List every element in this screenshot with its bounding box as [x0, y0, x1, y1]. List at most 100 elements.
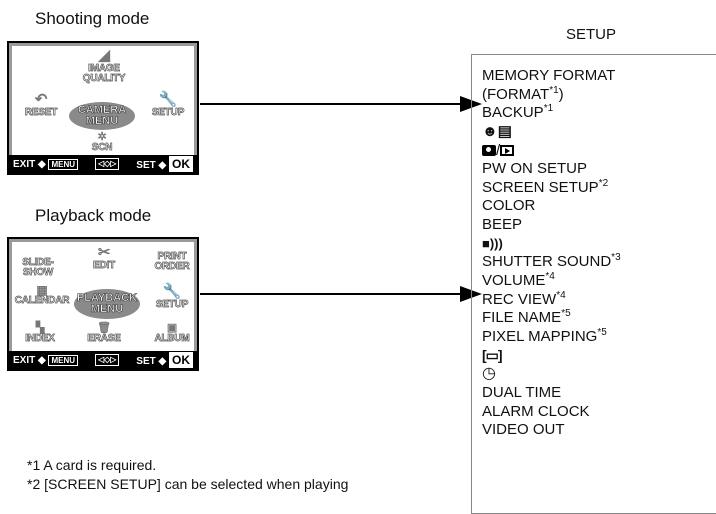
edit-label: EDIT [93, 260, 116, 271]
setup-item-pw-on-setup[interactable]: PW ON SETUP [482, 160, 716, 179]
menu-item-playback-setup[interactable]: 🔧 SETUP [148, 284, 196, 310]
reset-icon: ↶ [34, 91, 48, 108]
setup-menu-list: MEMORY FORMAT (FORMAT*1) BACKUP*1 ☻▤ / P… [471, 54, 716, 514]
menu-item-slideshow[interactable]: SLIDE-SHOW [16, 257, 60, 278]
exit-label: EXIT [13, 158, 36, 170]
playback-menu-label: PLAYBACK MENU [76, 292, 138, 315]
ok-key-icon: OK [169, 155, 193, 172]
erase-label: ERASE [87, 333, 121, 344]
menu-item-scn[interactable]: ✲ SCN [82, 132, 122, 153]
setup-item-backup[interactable]: BACKUP*1 [482, 104, 716, 123]
camera-menu-selected[interactable]: CAMERA MENU [69, 102, 135, 130]
calendar-label: CALENDAR [14, 295, 70, 306]
album-label: ALBUM [154, 333, 190, 344]
exit-label: EXIT [13, 354, 36, 366]
setup-item-label: ALARM CLOCK [482, 402, 590, 420]
menu-item-setup[interactable]: 🔧 SETUP [142, 92, 194, 118]
slideshow-label: SLIDE-SHOW [22, 257, 54, 278]
menu-item-edit[interactable]: ✂ EDIT [82, 245, 126, 271]
setup-item-label: MEMORY FORMAT [482, 67, 616, 84]
playback-mode-title: Playback mode [35, 206, 152, 225]
sound-icon: ■))) [482, 235, 503, 251]
setup-item-label: PW ON SETUP [482, 160, 588, 178]
edit-scissors-icon: ✂ [97, 244, 111, 261]
menu-item-index[interactable]: ▚ INDEX [20, 322, 60, 344]
setup-item-video-out[interactable]: VIDEO OUT [482, 421, 716, 440]
camera-menu-label: CAMERA MENU [77, 104, 127, 127]
set-label: SET [136, 159, 156, 171]
calendar-icon: ▦ [36, 283, 48, 297]
setup-item-dual-time[interactable]: DUAL TIME [482, 384, 716, 403]
shooting-control-bar: EXIT ◆ MENU ◁◇▷ SET ◆ OK [9, 155, 197, 173]
setup-item-camera-playback[interactable]: / [482, 142, 716, 161]
setup-item-monitor-brightness[interactable]: [▭] [482, 346, 716, 365]
setup-item-volume[interactable]: VOLUME*4 [482, 272, 716, 291]
setup-item-language[interactable]: ☻▤ [482, 123, 716, 142]
setup-menu-title: SETUP [566, 26, 617, 43]
scn-label: SCN [91, 142, 113, 153]
arrow-pad-icon: ◁◇▷ [94, 354, 120, 366]
playback-menu-selected[interactable]: PLAYBACK MENU [74, 289, 140, 319]
footnote-marker: *1 [549, 84, 559, 96]
playback-setup-label: SETUP [155, 299, 189, 310]
setup-item-screen-setup[interactable]: SCREEN SETUP*2 [482, 177, 716, 198]
erase-trash-icon: 🗑 [97, 322, 111, 334]
setup-item-label: BACKUP [482, 104, 544, 122]
setup-item-label: SHUTTER SOUND [482, 253, 612, 271]
image-quality-label: IMAGE QUALITY [82, 63, 126, 84]
clock-icon: ◷ [482, 365, 496, 383]
setup-item-shutter-sound[interactable]: SHUTTER SOUND*3 [482, 253, 716, 272]
menu-item-print-order[interactable]: PRINT ORDER [150, 251, 194, 272]
setup-item-label: PIXEL MAPPING [482, 327, 598, 345]
menu-item-reset[interactable]: ↶ RESET [16, 92, 66, 118]
setup-item-sound[interactable]: ■))) [482, 235, 716, 254]
footnote-marker: *2 [598, 177, 609, 189]
footnote-marker: *1 [543, 103, 554, 115]
arrow-pad-icon: ◁◇▷ [94, 158, 120, 170]
monitor-brightness-icon: [▭] [482, 347, 503, 364]
setup-item-memory-format[interactable]: MEMORY FORMAT [482, 67, 716, 86]
playback-setup-arrow-line [200, 293, 462, 295]
menu-key-icon: MENU [48, 158, 79, 170]
setup-item-label: VOLUME [482, 272, 546, 290]
setup-item-pixel-mapping[interactable]: PIXEL MAPPING*5 [482, 326, 716, 347]
setup-item-format[interactable]: (FORMAT*1) [482, 84, 716, 105]
image-quality-icon: ◢ [98, 47, 110, 64]
footnote-marker: *3 [611, 252, 621, 264]
menu-item-image-quality[interactable]: ◢ IMAGE QUALITY [74, 48, 134, 84]
footnote-marker: *5 [561, 308, 571, 320]
setup-item-label: DUAL TIME [482, 384, 562, 402]
setup-item-alarm-clock[interactable]: ALARM CLOCK [482, 403, 716, 422]
setup-item-label: BEEP [482, 216, 523, 234]
camera-icon [482, 145, 496, 157]
setup-item-label: REC VIEW [482, 290, 557, 308]
playback-icon [500, 145, 515, 157]
scn-icon: ✲ [97, 131, 107, 143]
setup-wrench-icon: 🔧 [158, 91, 178, 108]
setup-item-beep[interactable]: BEEP [482, 216, 716, 235]
setup-item-file-name[interactable]: FILE NAME*5 [482, 309, 716, 328]
menu-item-calendar[interactable]: ▦ CALENDAR [14, 284, 70, 306]
setup-item-label: FILE NAME [482, 309, 562, 327]
reset-label: RESET [24, 107, 58, 118]
setup-item-label: SCREEN SETUP [482, 178, 599, 196]
footnote-marker: *5 [597, 326, 607, 338]
index-grid-icon: ▚ [35, 322, 45, 334]
setup-item-clock[interactable]: ◷ [482, 365, 716, 384]
ok-key-icon: OK [169, 351, 193, 368]
setup-item-label: VIDEO OUT [482, 421, 565, 439]
footnote-marker: *4 [556, 289, 566, 301]
footnote-2: *2 [SCREEN SETUP] can be selected when p… [27, 476, 349, 492]
setup-item-label: (FORMAT [482, 85, 550, 103]
footnote-1: *1 A card is required. [27, 457, 157, 473]
setup-item-rec-view[interactable]: REC VIEW*4 [482, 289, 716, 310]
setup-item-suffix: ) [558, 85, 564, 103]
shooting-setup-arrow-line [200, 103, 462, 105]
set-label: SET [136, 355, 156, 367]
shooting-mode-screen: ◢ IMAGE QUALITY ↶ RESET CAMERA MENU 🔧 SE… [7, 41, 199, 175]
menu-item-erase[interactable]: 🗑 ERASE [80, 322, 128, 344]
menu-item-album[interactable]: ▣ ALBUM [148, 322, 196, 344]
index-label: INDEX [25, 333, 55, 344]
setup-item-label: COLOR [482, 197, 536, 215]
setup-item-color[interactable]: COLOR [482, 197, 716, 216]
